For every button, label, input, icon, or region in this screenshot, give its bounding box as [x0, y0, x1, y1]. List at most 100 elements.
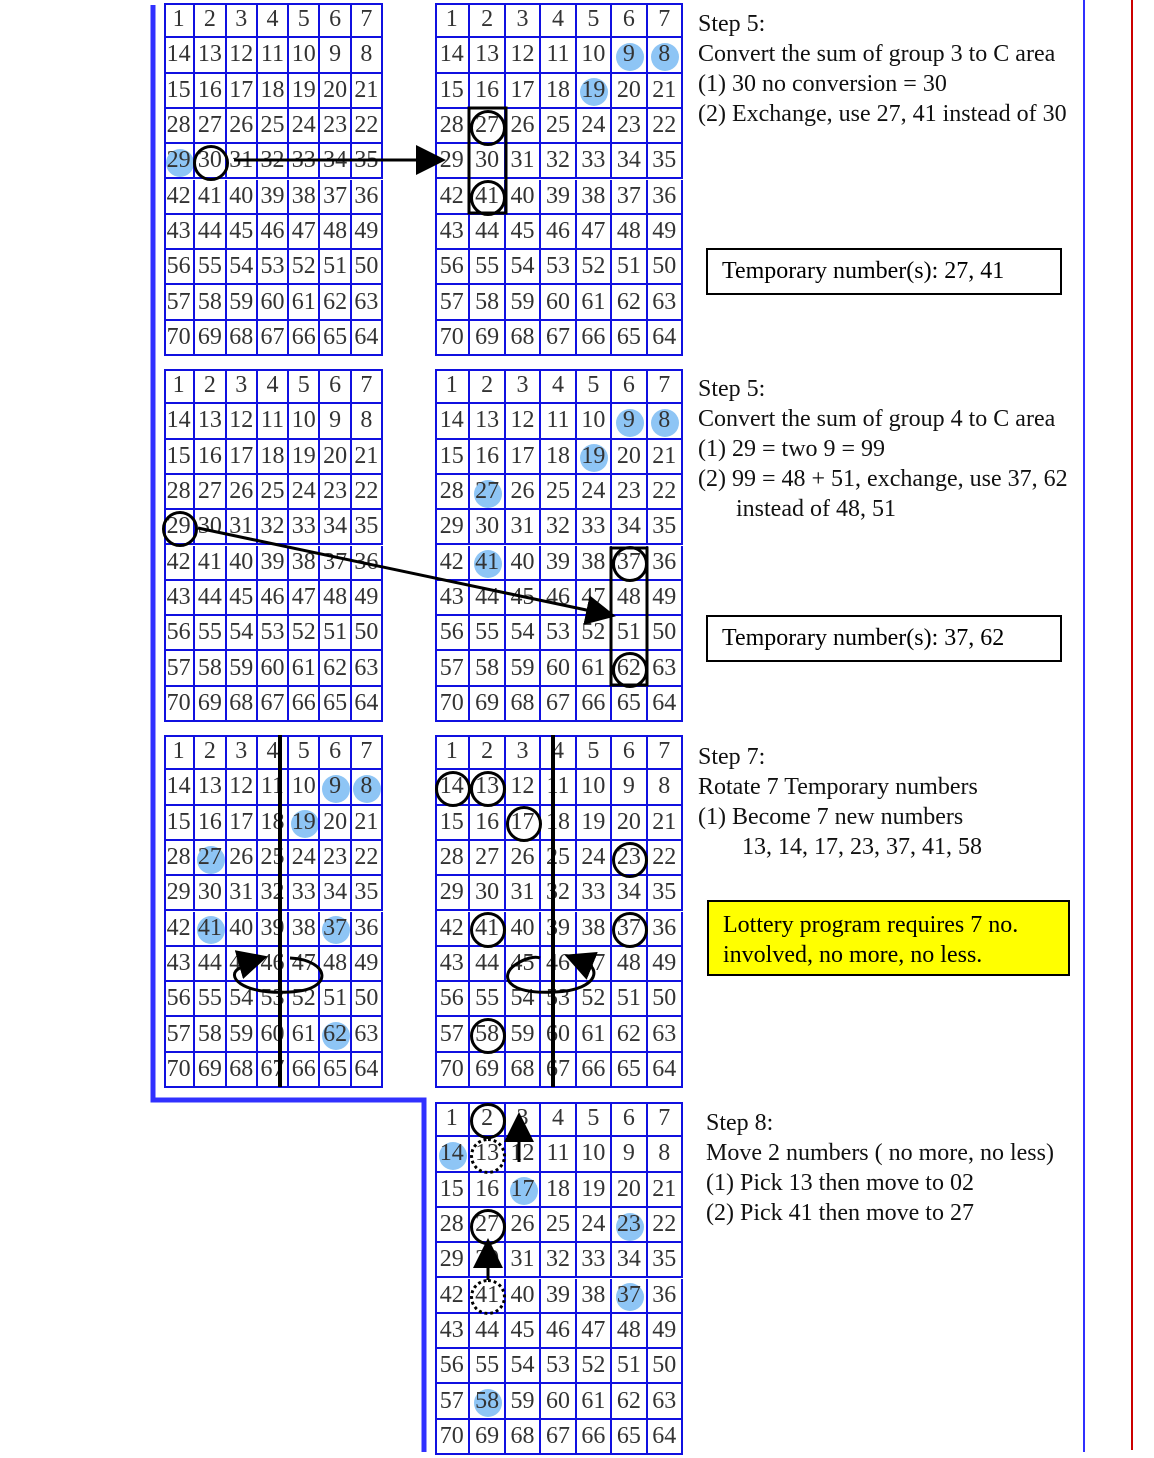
grid-cell: 51 — [320, 250, 352, 286]
grid-cell: 7 — [647, 735, 683, 771]
grid-cell: 24 — [576, 108, 613, 145]
grid-cell: 28 — [435, 840, 471, 877]
grid-cell: 4 — [257, 3, 290, 39]
grid-cell: 53 — [257, 982, 290, 1018]
grid-cell: 11 — [257, 404, 290, 440]
grid-cell: 61 — [576, 1017, 613, 1053]
grid-cell: 42 — [435, 545, 471, 581]
grid-cell: 17 — [505, 439, 542, 475]
grid-cell: 69 — [195, 320, 227, 356]
grid-cell: 68 — [226, 1052, 258, 1088]
grid-cell: 58 — [470, 651, 506, 687]
grid-cell: 49 — [647, 580, 683, 617]
grid-cell: 68 — [505, 1419, 542, 1455]
grid-cell: 61 — [289, 651, 321, 687]
grid-cell: 54 — [505, 982, 542, 1018]
grid-cell: 62 — [612, 1384, 648, 1420]
circle-marker — [470, 1102, 507, 1139]
grid-cell: 19 — [576, 439, 613, 475]
grid-cell: 11 — [541, 1137, 577, 1173]
grid-cell: 62 — [612, 285, 648, 321]
grid-cell: 70 — [164, 1052, 196, 1088]
grid-cell: 51 — [612, 616, 648, 652]
grid-cell: 26 — [505, 1207, 542, 1244]
highlight-marker — [651, 408, 680, 437]
grid-cell: 30 — [195, 876, 227, 912]
grid-cell: 10 — [289, 770, 321, 806]
grid-cell: 30 — [470, 144, 506, 180]
grid-cell: 43 — [164, 214, 196, 251]
grid-cell: 60 — [257, 1017, 290, 1053]
grid-cell: 33 — [289, 510, 321, 546]
grid-cell: 70 — [164, 320, 196, 356]
grid-cell: 16 — [195, 439, 227, 475]
grid-cell: 63 — [351, 285, 383, 321]
grid-cell: 59 — [226, 285, 258, 321]
grid-cell: 39 — [541, 545, 577, 581]
grid-cell: 25 — [541, 108, 577, 145]
grid-cell: 25 — [541, 1207, 577, 1244]
grid-cell: 61 — [289, 285, 321, 321]
step5a-line2: (1) 30 no conversion = 30 — [698, 71, 947, 97]
grid-cell: 70 — [164, 686, 196, 722]
highlight-marker — [615, 1212, 644, 1241]
grid-cell: 57 — [164, 651, 196, 687]
grid-cell: 60 — [257, 285, 290, 321]
grid-cell: 32 — [257, 144, 290, 180]
grid-cell: 28 — [435, 1207, 471, 1244]
grid-cell: 51 — [320, 616, 352, 652]
grid-cell: 38 — [576, 1278, 613, 1314]
grid-cell: 22 — [351, 840, 383, 877]
grid-cell: 43 — [435, 580, 471, 617]
grid-cell: 5 — [576, 369, 613, 405]
grid-cell: 40 — [505, 179, 542, 215]
grid-cell: 35 — [351, 144, 383, 180]
grid-cell: 56 — [435, 616, 471, 652]
grid-cell: 7 — [647, 369, 683, 405]
grid-cell: 34 — [612, 1243, 648, 1279]
grid-cell: 68 — [226, 320, 258, 356]
grid-cell: 14 — [435, 1137, 471, 1173]
grid-cell: 58 — [195, 1017, 227, 1053]
grid-cell: 33 — [576, 876, 613, 912]
circle-marker — [470, 1208, 507, 1245]
grid-cell: 24 — [576, 840, 613, 877]
grid-cell: 2 — [470, 735, 506, 771]
grid-cell: 26 — [226, 474, 258, 511]
grid-cell: 2 — [470, 3, 506, 39]
grid-cell: 17 — [505, 73, 542, 109]
grid-cell: 6 — [320, 369, 352, 405]
grid-cell: 18 — [257, 73, 290, 109]
grid-cell: 18 — [541, 73, 577, 109]
grid-cell: 46 — [257, 214, 290, 251]
circle-marker — [611, 546, 648, 583]
grid-cell: 67 — [257, 1052, 290, 1088]
grid-cell: 26 — [505, 474, 542, 511]
grid-cell: 56 — [164, 250, 196, 286]
grid-cell: 21 — [351, 805, 383, 841]
grid-cell: 64 — [351, 686, 383, 722]
grid-cell: 31 — [226, 510, 258, 546]
grid-cell: 59 — [226, 651, 258, 687]
circle-marker — [611, 652, 648, 689]
grid-cell: 36 — [351, 179, 383, 215]
grid-cell: 44 — [470, 214, 506, 251]
grid-cell: 15 — [164, 805, 196, 841]
grid-cell: 35 — [351, 510, 383, 546]
grid-cell: 41 — [195, 545, 227, 581]
grid-cell: 24 — [289, 108, 321, 145]
grid-cell: 42 — [435, 179, 471, 215]
grid-cell: 53 — [257, 616, 290, 652]
grid-cell: 66 — [289, 686, 321, 722]
grid-cell: 48 — [612, 946, 648, 983]
grid-cell: 62 — [320, 651, 352, 687]
grid-cell: 1 — [164, 3, 196, 39]
grid-cell: 25 — [541, 474, 577, 511]
grid-cell: 19 — [289, 805, 321, 841]
grid-cell: 3 — [505, 735, 542, 771]
grid-cell: 57 — [435, 1384, 471, 1420]
grid-cell: 43 — [435, 946, 471, 983]
grid-cell: 17 — [226, 73, 258, 109]
step8-line2: (1) Pick 13 then move to 02 — [706, 1170, 974, 1196]
